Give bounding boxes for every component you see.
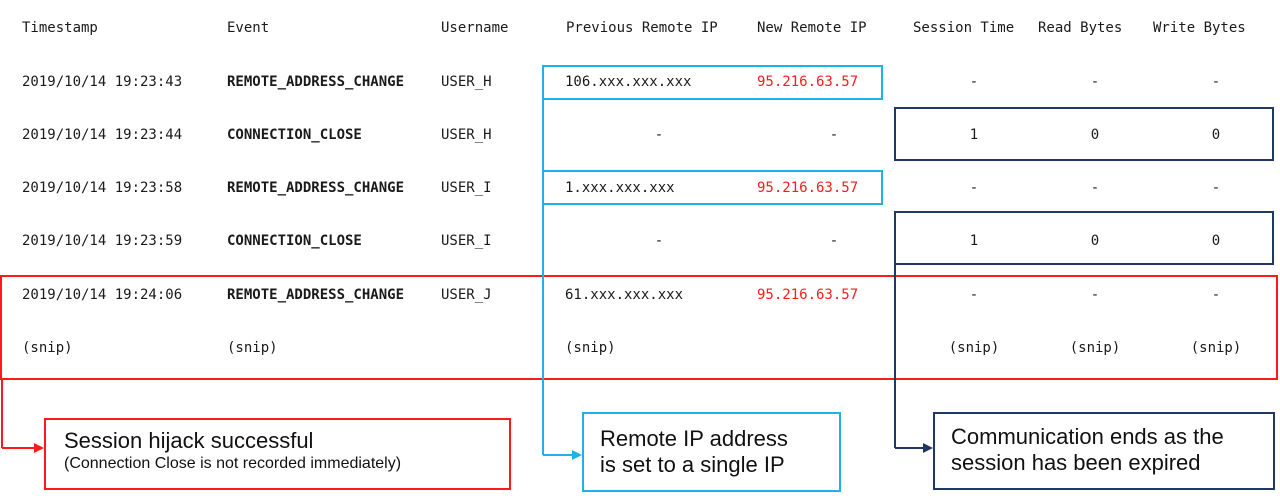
row-write-bytes: 0 <box>1211 233 1221 249</box>
expired-callout: Communication ends as the session has be… <box>933 412 1275 490</box>
row-session-time: 1 <box>969 233 979 249</box>
header-session-time: Session Time <box>913 20 1015 36</box>
row-timestamp: 2019/10/14 19:23:43 <box>22 74 183 90</box>
row-read-bytes: - <box>1090 180 1100 196</box>
header-username: Username <box>441 20 509 36</box>
row-previous-remote-ip: 61.xxx.xxx.xxx <box>565 287 684 303</box>
row-username: USER_H <box>441 74 492 90</box>
row-new-remote-ip: - <box>829 233 839 249</box>
row-username: USER_H <box>441 127 492 143</box>
hijack-highlight-box <box>0 275 1278 380</box>
row-write-bytes: - <box>1211 287 1221 303</box>
row-session-time: - <box>969 287 979 303</box>
session-highlight-box-user-i <box>894 211 1274 265</box>
remote-ip-callout-line1: Remote IP address <box>600 426 788 451</box>
row-previous-remote-ip: - <box>654 233 664 249</box>
row-username: USER_I <box>441 233 492 249</box>
remote-ip-callout-line2: is set to a single IP <box>600 452 785 477</box>
row-new-remote-ip: 95.216.63.57 <box>757 74 859 90</box>
snip-read-bytes: (snip) <box>1069 340 1121 356</box>
remote-ip-callout: Remote IP address is set to a single IP <box>582 412 841 492</box>
hijack-callout-title: Session hijack successful <box>64 428 314 453</box>
header-previous-remote-ip: Previous Remote IP <box>566 20 718 36</box>
row-write-bytes: 0 <box>1211 127 1221 143</box>
header-new-remote-ip: New Remote IP <box>757 20 867 36</box>
row-event: CONNECTION_CLOSE <box>227 127 362 143</box>
snip-previous-remote-ip: (snip) <box>565 340 616 356</box>
header-read-bytes: Read Bytes <box>1038 20 1123 36</box>
row-timestamp: 2019/10/14 19:23:58 <box>22 180 183 196</box>
row-write-bytes: - <box>1211 180 1221 196</box>
row-session-time: 1 <box>969 127 979 143</box>
row-timestamp: 2019/10/14 19:23:59 <box>22 233 183 249</box>
row-new-remote-ip: 95.216.63.57 <box>757 180 859 196</box>
snip-write-bytes: (snip) <box>1190 340 1242 356</box>
row-session-time: - <box>969 180 979 196</box>
row-event: REMOTE_ADDRESS_CHANGE <box>227 74 405 90</box>
row-event: REMOTE_ADDRESS_CHANGE <box>227 287 405 303</box>
expired-callout-line2: session has been expired <box>951 450 1201 475</box>
header-timestamp: Timestamp <box>22 20 98 36</box>
row-read-bytes: - <box>1090 287 1100 303</box>
row-new-remote-ip: - <box>829 127 839 143</box>
row-previous-remote-ip: 1.xxx.xxx.xxx <box>565 180 675 196</box>
row-read-bytes: 0 <box>1090 127 1100 143</box>
row-username: USER_J <box>441 287 492 303</box>
row-write-bytes: - <box>1211 74 1221 90</box>
row-new-remote-ip: 95.216.63.57 <box>757 287 859 303</box>
row-event: CONNECTION_CLOSE <box>227 233 362 249</box>
row-previous-remote-ip: 106.xxx.xxx.xxx <box>565 74 692 90</box>
header-event: Event <box>227 20 270 36</box>
hijack-callout-note: (Connection Close is not recorded immedi… <box>64 455 402 472</box>
row-username: USER_I <box>441 180 492 196</box>
row-timestamp: 2019/10/14 19:24:06 <box>22 287 183 303</box>
row-previous-remote-ip: - <box>654 127 664 143</box>
snip-event: (snip) <box>227 340 278 356</box>
ip-highlight-box-user-h <box>542 65 883 100</box>
row-read-bytes: 0 <box>1090 233 1100 249</box>
header-write-bytes: Write Bytes <box>1153 20 1246 36</box>
row-read-bytes: - <box>1090 74 1100 90</box>
expired-callout-line1: Communication ends as the <box>951 424 1224 449</box>
snip-timestamp: (snip) <box>22 340 73 356</box>
row-session-time: - <box>969 74 979 90</box>
cyan-arrowhead <box>572 450 582 460</box>
snip-session-time: (snip) <box>948 340 1000 356</box>
hijack-callout: Session hijack successful (Connection Cl… <box>44 418 511 490</box>
session-highlight-box-user-h <box>894 107 1274 161</box>
red-arrowhead <box>34 443 44 453</box>
navy-arrowhead <box>923 443 933 453</box>
row-event: REMOTE_ADDRESS_CHANGE <box>227 180 405 196</box>
row-timestamp: 2019/10/14 19:23:44 <box>22 127 183 143</box>
